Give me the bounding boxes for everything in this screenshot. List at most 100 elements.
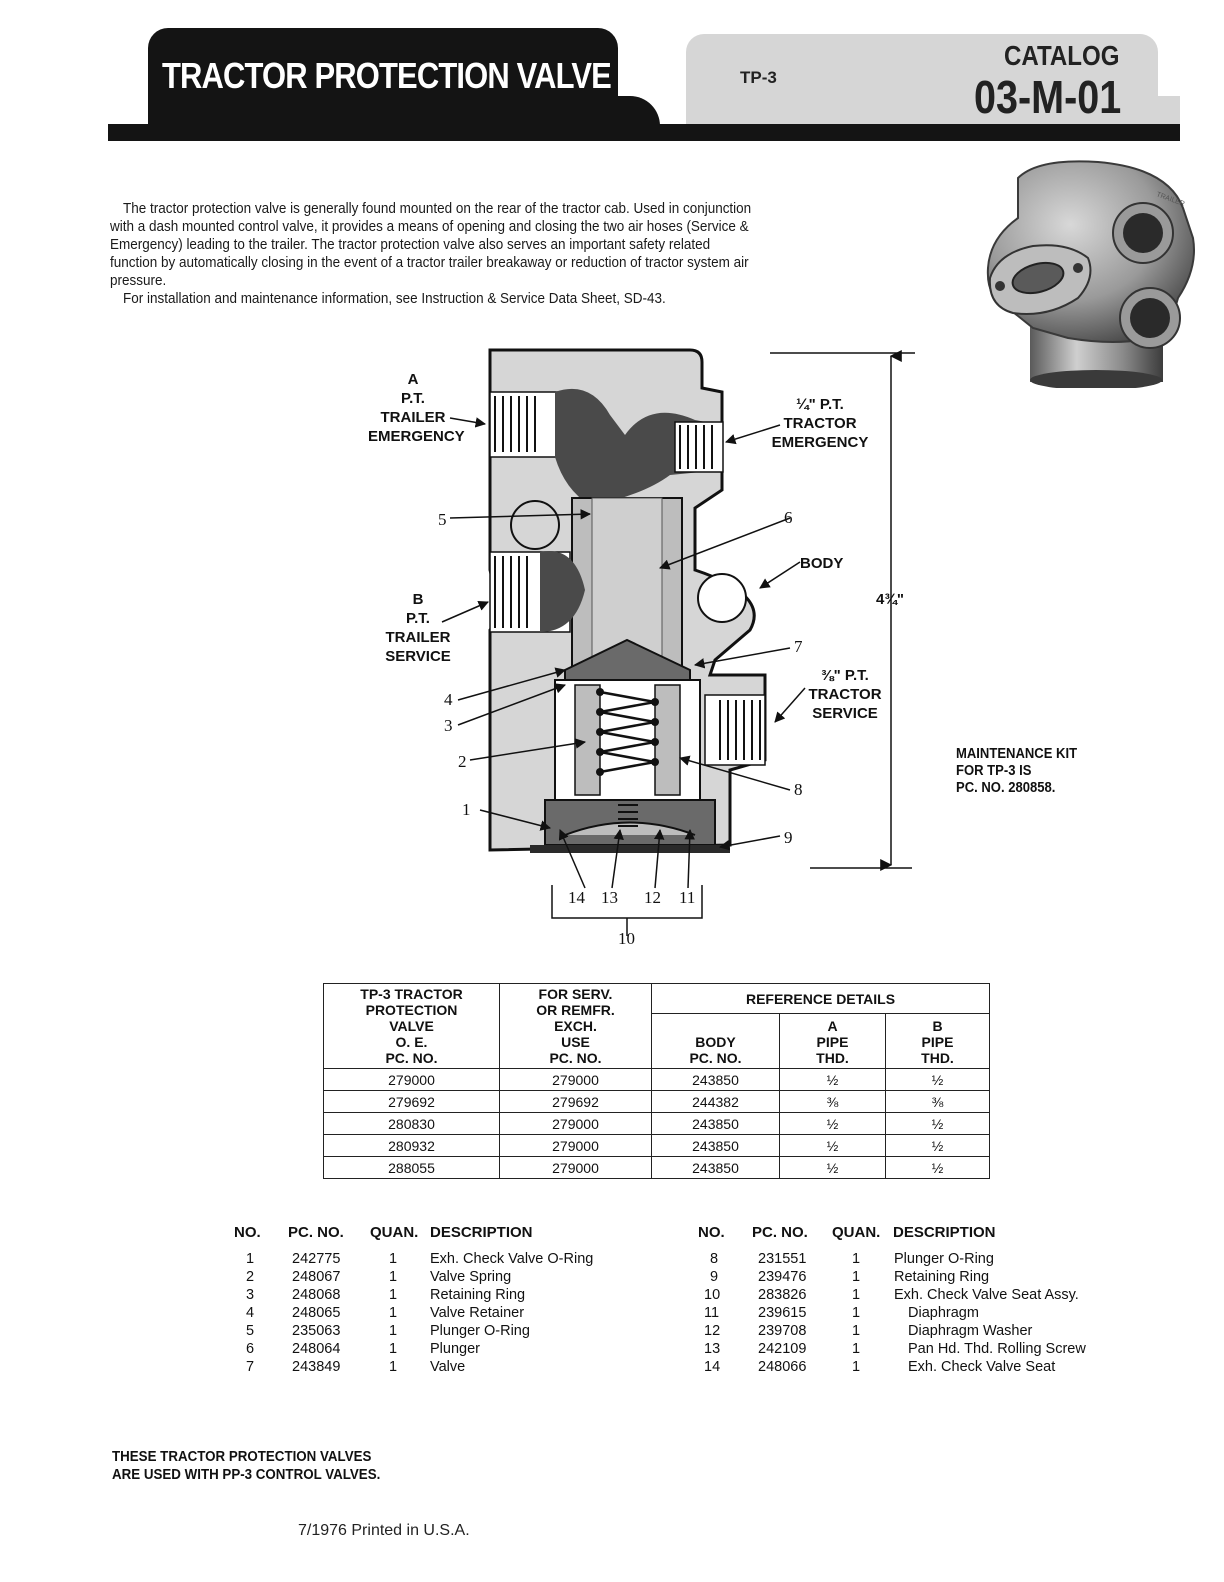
- table-cell: 288055: [323, 1156, 500, 1179]
- part-pc-no: 239476: [758, 1269, 807, 1285]
- table-cell: 279692: [323, 1090, 500, 1113]
- control-valve-note: THESE TRACTOR PROTECTION VALVES ARE USED…: [112, 1448, 380, 1484]
- part-quan: 1: [852, 1269, 861, 1285]
- table-cell: 279000: [323, 1068, 500, 1091]
- part-description: Exh. Check Valve Seat: [908, 1359, 1056, 1375]
- callout-4: 4: [444, 690, 453, 709]
- part-no: 5: [246, 1323, 255, 1339]
- reference-details-header: REFERENCE DETAILS: [651, 983, 990, 1014]
- callout-7: 7: [794, 637, 803, 656]
- maintenance-kit-note: MAINTENANCE KIT FOR TP-3 IS PC. NO. 2808…: [956, 746, 1077, 797]
- callout-9: 9: [784, 828, 793, 847]
- port-a-line2: EMERGENCY: [368, 428, 465, 445]
- page-title: TRACTOR PROTECTION VALVE: [162, 55, 612, 96]
- col-service-pc-no: FOR SERV. OR REMFR. EXCH. USE PC. NO.: [499, 983, 652, 1069]
- part-pc-no: 248065: [292, 1305, 341, 1321]
- col1-line: VALVE: [389, 1018, 434, 1034]
- callout-8: 8: [794, 780, 803, 799]
- table-cell: 279000: [499, 1112, 652, 1135]
- part-no: 4: [246, 1305, 255, 1321]
- col4-line: THD.: [816, 1050, 849, 1066]
- port-b-thread: P.T.: [406, 610, 430, 627]
- maintenance-line-2: FOR TP-3 IS: [956, 763, 1032, 779]
- part-quan: 1: [852, 1323, 861, 1339]
- port-a-line1: TRAILER: [380, 409, 446, 426]
- part-no: 8: [710, 1251, 719, 1267]
- part-description: Plunger O-Ring: [430, 1323, 530, 1339]
- part-quan: 1: [389, 1287, 398, 1303]
- col2-line: OR REMFR.: [536, 1002, 615, 1018]
- port-b-line2: SERVICE: [385, 648, 451, 665]
- part-pc-no: 239708: [758, 1323, 807, 1339]
- header-no: NO.: [698, 1224, 725, 1241]
- col1-line: TP-3 TRACTOR: [360, 986, 463, 1002]
- part-description: Diaphragm Washer: [908, 1323, 1033, 1339]
- col3-line: BODY: [695, 1034, 736, 1050]
- part-quan: 1: [389, 1269, 398, 1285]
- table-cell: ½: [779, 1134, 886, 1157]
- list-item: 9 239476 1 Retaining Ring: [698, 1268, 1118, 1286]
- col-oe-pc-no: TP-3 TRACTOR PROTECTION VALVE O. E. PC. …: [323, 983, 500, 1069]
- header-pc-no: PC. NO.: [288, 1224, 344, 1241]
- part-pc-no: 248068: [292, 1287, 341, 1303]
- part-description: Plunger: [430, 1341, 480, 1357]
- table-cell: 279000: [499, 1068, 652, 1091]
- height-dimension: 4¾": [876, 591, 904, 608]
- part-description: Valve Spring: [430, 1269, 512, 1285]
- table-cell: ½: [779, 1112, 886, 1135]
- part-quan: 1: [852, 1305, 861, 1321]
- col4-line: A: [827, 1018, 838, 1034]
- table-cell: ½: [885, 1134, 990, 1157]
- table-cell: ½: [885, 1068, 990, 1091]
- table-cell: ½: [885, 1112, 990, 1135]
- callout-2: 2: [458, 752, 467, 771]
- col3-line: PC. NO.: [689, 1050, 742, 1066]
- table-row: 288055 279000 243850 ½ ½: [323, 1156, 990, 1179]
- maintenance-line-3: PC. NO. 280858.: [956, 780, 1056, 796]
- port-a-thread: P.T.: [401, 390, 425, 407]
- port-ts-line1: TRACTOR: [808, 686, 882, 703]
- part-pc-no: 231551: [758, 1251, 807, 1267]
- table-cell: 280932: [323, 1134, 500, 1157]
- note-line-1: THESE TRACTOR PROTECTION VALVES: [112, 1449, 372, 1465]
- part-no: 11: [704, 1305, 720, 1321]
- header-pc-no: PC. NO.: [752, 1224, 808, 1241]
- part-description: Diaphragm: [908, 1305, 979, 1321]
- col-body-pc-no: BODY PC. NO.: [651, 1013, 780, 1069]
- part-no: 1: [246, 1251, 255, 1267]
- port-a-letter: A: [407, 371, 419, 388]
- part-no: 13: [704, 1341, 721, 1357]
- maintenance-line-1: MAINTENANCE KIT: [956, 746, 1078, 762]
- part-pc-no: 248067: [292, 1269, 341, 1285]
- col2-line: USE: [561, 1034, 590, 1050]
- callout-10: 10: [618, 929, 635, 948]
- col5-line: B: [932, 1018, 943, 1034]
- part-quan: 1: [389, 1305, 398, 1321]
- part-pc-no: 235063: [292, 1323, 341, 1339]
- table-row: 279000 279000 243850 ½ ½: [323, 1068, 990, 1091]
- part-quan: 1: [852, 1287, 861, 1303]
- parts-header: NO. PC. NO. QUAN. DESCRIPTION: [234, 1224, 634, 1250]
- table-cell: ½: [779, 1068, 886, 1091]
- reference-table: TP-3 TRACTOR PROTECTION VALVE O. E. PC. …: [323, 983, 990, 1179]
- part-description: Retaining Ring: [894, 1269, 990, 1285]
- port-b-label: B P.T. TRAILER SERVICE: [378, 590, 458, 666]
- header-quan: QUAN.: [832, 1224, 881, 1241]
- part-description: Pan Hd. Thd. Rolling Screw: [908, 1341, 1086, 1357]
- catalog-tab: [686, 34, 1158, 130]
- part-pc-no: 248066: [758, 1359, 807, 1375]
- part-no: 9: [710, 1269, 719, 1285]
- table-cell: 243850: [651, 1112, 780, 1135]
- port-b-line1: TRAILER: [385, 629, 451, 646]
- callout-11: 11: [679, 888, 696, 907]
- part-no: 3: [246, 1287, 255, 1303]
- part-description: Plunger O-Ring: [894, 1251, 994, 1267]
